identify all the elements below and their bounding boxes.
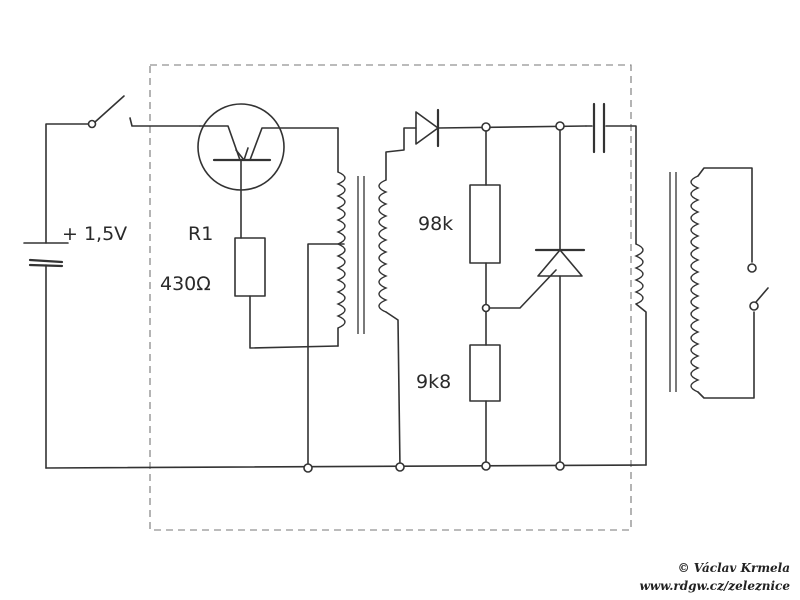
t1-secondary-bottom-lead [385,311,401,469]
power-switch [87,95,201,129]
credit-url: www.rdgw.cz/zeleznice [639,579,790,593]
t1-primary-winding [336,171,346,329]
t2-primary-bottom-lead [635,303,647,466]
t1-secondary-winding [378,179,388,313]
r1-value-label: 430Ω [160,273,211,295]
t1-core [357,176,365,334]
capacitor [585,102,637,245]
t2-secondary-winding [690,175,700,393]
t2-secondary-leads [697,167,755,399]
battery-label: + 1,5V [62,223,127,245]
node-bottom-1 [303,463,313,473]
r9k8-label: 9k8 [416,371,451,393]
credit-author: © Václav Krmela [678,561,790,575]
resistor-98k [469,184,501,264]
left-supply-wire [45,123,89,469]
thyristor [488,129,586,465]
t2-primary-winding [634,243,644,305]
node-bottom-4 [555,461,565,471]
r1-name-label: R1 [188,223,213,245]
battery-symbol [23,242,69,268]
t2-core [669,172,677,392]
enclosure-dashed-outline [149,64,632,531]
node-bottom-2 [395,462,405,472]
spark-gap [747,263,769,311]
ground-rail [45,464,647,469]
r1-bottom-wire [249,295,339,349]
resistor-9k8 [469,344,501,402]
t1-primary-tap [307,243,345,469]
resistor-r1 [234,237,266,297]
r98k-label: 98k [418,213,453,235]
t1-secondary-top-lead [385,127,417,181]
transistor [197,103,339,239]
node-top-2 [555,121,565,131]
node-bottom-3 [481,461,491,471]
node-top-1 [481,122,491,132]
